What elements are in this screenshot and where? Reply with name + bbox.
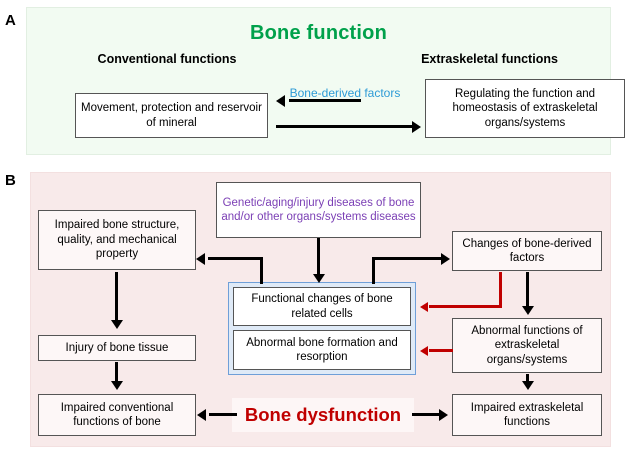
arrow-head-left bbox=[276, 94, 285, 107]
arrow-head-right-changes-factors bbox=[441, 252, 450, 265]
heading-extraskeletal-functions: Extraskeletal functions bbox=[421, 52, 558, 66]
box-functional-changes-bone-cells: Functional changes of bone related cells bbox=[233, 287, 411, 326]
arrow-head-down-impaired-extraskeletal bbox=[521, 381, 534, 390]
arrow-line-disease-left-stem bbox=[260, 257, 263, 284]
panel-label-b: B bbox=[5, 172, 16, 189]
arrow-head-down-injury bbox=[110, 320, 123, 329]
arrow-line-extraskeletal-to-conventional bbox=[289, 99, 361, 102]
arrow-line-disease-to-functional-changes bbox=[317, 238, 320, 276]
panel-a-title: Bone function bbox=[249, 22, 388, 44]
box-injury-of-bone-tissue: Injury of bone tissue bbox=[38, 335, 196, 361]
arrow-line-dysfunction-to-extraskeletal bbox=[412, 413, 440, 416]
arrow-head-left-feedback-abnormal-formation bbox=[420, 345, 428, 356]
box-abnormal-functions-extraskeletal: Abnormal functions of extraskeletal orga… bbox=[452, 318, 602, 373]
box-changes-of-bone-derived-factors: Changes of bone-derived factors bbox=[452, 231, 602, 271]
arrow-line-feedback-abnormal-arm bbox=[429, 349, 453, 352]
banner-bone-dysfunction: Bone dysfunction bbox=[232, 398, 414, 432]
box-impaired-extraskeletal-functions: Impaired extraskeletal functions bbox=[452, 394, 602, 436]
arrow-head-right-dysfunction bbox=[439, 408, 448, 421]
arrow-head-down-abnormal-functions bbox=[521, 306, 534, 315]
arrow-line-disease-left-arm bbox=[208, 257, 263, 260]
arrow-line-abnormal-to-impaired-extraskeletal bbox=[526, 374, 529, 383]
box-abnormal-bone-formation-resorption: Abnormal bone formation and resorption bbox=[233, 330, 411, 370]
arrow-head-down-impaired-conventional bbox=[110, 381, 123, 390]
panel-a: Bone function Conventional functions Ext… bbox=[26, 7, 625, 155]
arrow-line-factors-to-abnormal-functions bbox=[526, 272, 529, 307]
arrow-line-conventional-to-extraskeletal bbox=[276, 125, 412, 128]
arrow-line-injury-to-impaired-conventional bbox=[115, 362, 118, 383]
label-bone-derived-factors: Bone-derived factors bbox=[289, 86, 401, 100]
arrow-line-dysfunction-to-conventional bbox=[209, 413, 237, 416]
panel-label-a: A bbox=[5, 12, 16, 29]
box-diseases: Genetic/aging/injury diseases of bone an… bbox=[216, 182, 421, 238]
box-extraskeletal-functions: Regulating the function and homeostasis … bbox=[425, 79, 625, 138]
arrow-head-left-impaired-structure bbox=[196, 252, 205, 265]
arrow-line-disease-right-stem bbox=[372, 257, 375, 284]
arrow-line-disease-right-arm bbox=[372, 257, 442, 260]
arrow-line-feedback-factors-stem bbox=[499, 272, 502, 307]
arrow-head-down-functional-changes bbox=[312, 274, 325, 283]
arrow-line-structure-to-injury bbox=[115, 272, 118, 321]
box-conventional-functions: Movement, protection and reservoir of mi… bbox=[75, 93, 268, 138]
arrow-line-feedback-factors-arm bbox=[429, 305, 502, 308]
arrow-head-left-feedback-functional-changes bbox=[420, 301, 428, 312]
arrow-head-right bbox=[412, 120, 421, 133]
box-impaired-bone-structure: Impaired bone structure, quality, and me… bbox=[38, 210, 196, 270]
box-impaired-conventional-functions: Impaired conventional functions of bone bbox=[38, 394, 196, 436]
heading-conventional-functions: Conventional functions bbox=[97, 52, 237, 66]
arrow-head-left-dysfunction bbox=[197, 408, 206, 421]
